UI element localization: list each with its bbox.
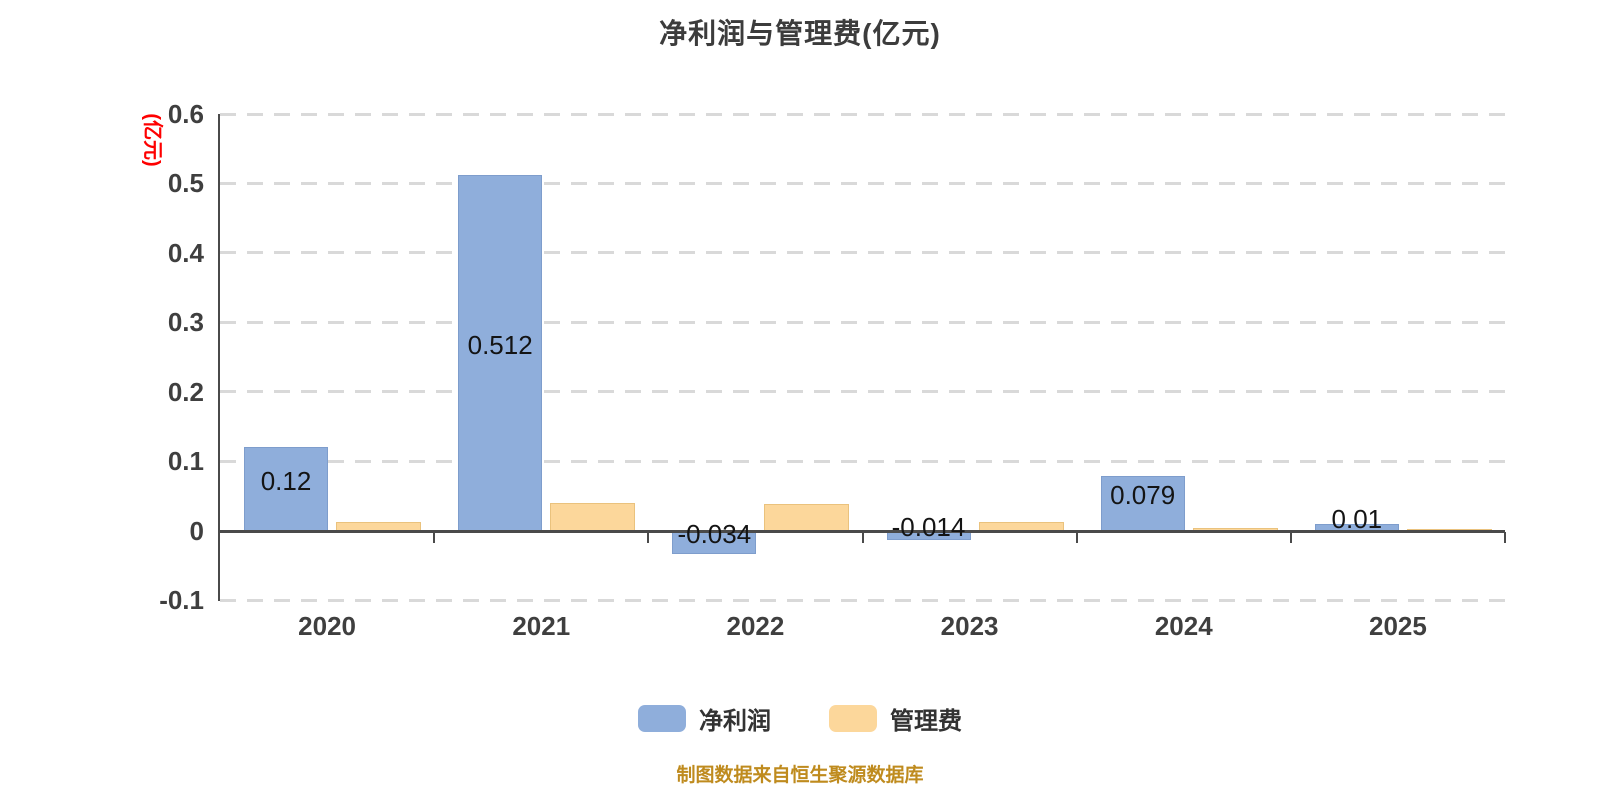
bar-value-label: 0.12: [260, 465, 312, 496]
x-tick-label-2020: 2020: [298, 611, 356, 641]
bar-value-label: 0.079: [1110, 480, 1176, 511]
legend-label-net-profit: 净利润: [699, 708, 771, 735]
bar-value-label: -0.014: [891, 512, 966, 543]
gridline: [220, 251, 1505, 255]
y-axis-line: [218, 114, 220, 601]
x-axis-tick: [1504, 531, 1506, 543]
bar-管理费-2022[interactable]: [764, 504, 850, 531]
gridline: [220, 112, 1505, 116]
x-tick-label-2023: 2023: [940, 611, 999, 641]
bar-value-label: -0.034: [677, 519, 752, 550]
y-tick-label: 0.3: [167, 307, 204, 338]
x-tick-label-2021: 2021: [512, 611, 571, 641]
net-profit-swatch-icon: [638, 705, 686, 732]
x-tick-label-2022: 2022: [726, 611, 785, 641]
bar-净利润-2020[interactable]: [244, 447, 328, 531]
x-axis-line: [218, 529, 1505, 533]
y-tick-label: 0.2: [167, 376, 204, 407]
gridline: [220, 181, 1505, 185]
bar-净利润-2021[interactable]: [458, 175, 543, 531]
x-axis-tick: [861, 531, 864, 543]
x-axis-tick: [433, 531, 436, 543]
y-tick-label: 0: [189, 515, 204, 546]
y-tick-label: 0.1: [167, 446, 204, 477]
chart-title: 净利润与管理费(亿元): [659, 18, 941, 49]
gridline: [220, 598, 1505, 602]
legend-item-mgmt-fee[interactable]: 管理费: [829, 701, 962, 736]
x-axis-tick: [1075, 531, 1078, 543]
legend: 净利润 管理费: [0, 701, 1600, 736]
x-tick-label-2025: 2025: [1368, 611, 1427, 641]
y-tick-label: 0.4: [167, 237, 204, 268]
gridline: [220, 459, 1505, 463]
gridline: [220, 390, 1505, 394]
x-axis-tick: [1289, 531, 1292, 543]
x-tick-label-2024: 2024: [1154, 611, 1213, 641]
y-tick-label: -0.1: [159, 585, 204, 615]
legend-label-mgmt-fee: 管理费: [890, 708, 962, 735]
y-tick-label: 0.5: [167, 168, 204, 199]
bar-净利润-2024[interactable]: [1100, 475, 1185, 531]
gridline: [220, 320, 1505, 324]
x-axis-tick: [647, 531, 650, 543]
legend-item-net-profit[interactable]: 净利润: [638, 701, 771, 736]
bar-value-label: 0.01: [1331, 504, 1383, 535]
plot-area: 0.6 0.5 0.4 0.3 0.2 0.1 0 -0.1 0.12 0.512 -0.034 -0…: [159, 99, 1506, 641]
bar-value-label: 0.512: [467, 329, 533, 360]
mgmt-fee-swatch-icon: [829, 705, 877, 732]
bar-管理费-2021[interactable]: [550, 502, 636, 531]
data-source-note: 制图数据来自恒生聚源数据库: [676, 765, 924, 786]
y-tick-label: 0.6: [167, 99, 204, 129]
